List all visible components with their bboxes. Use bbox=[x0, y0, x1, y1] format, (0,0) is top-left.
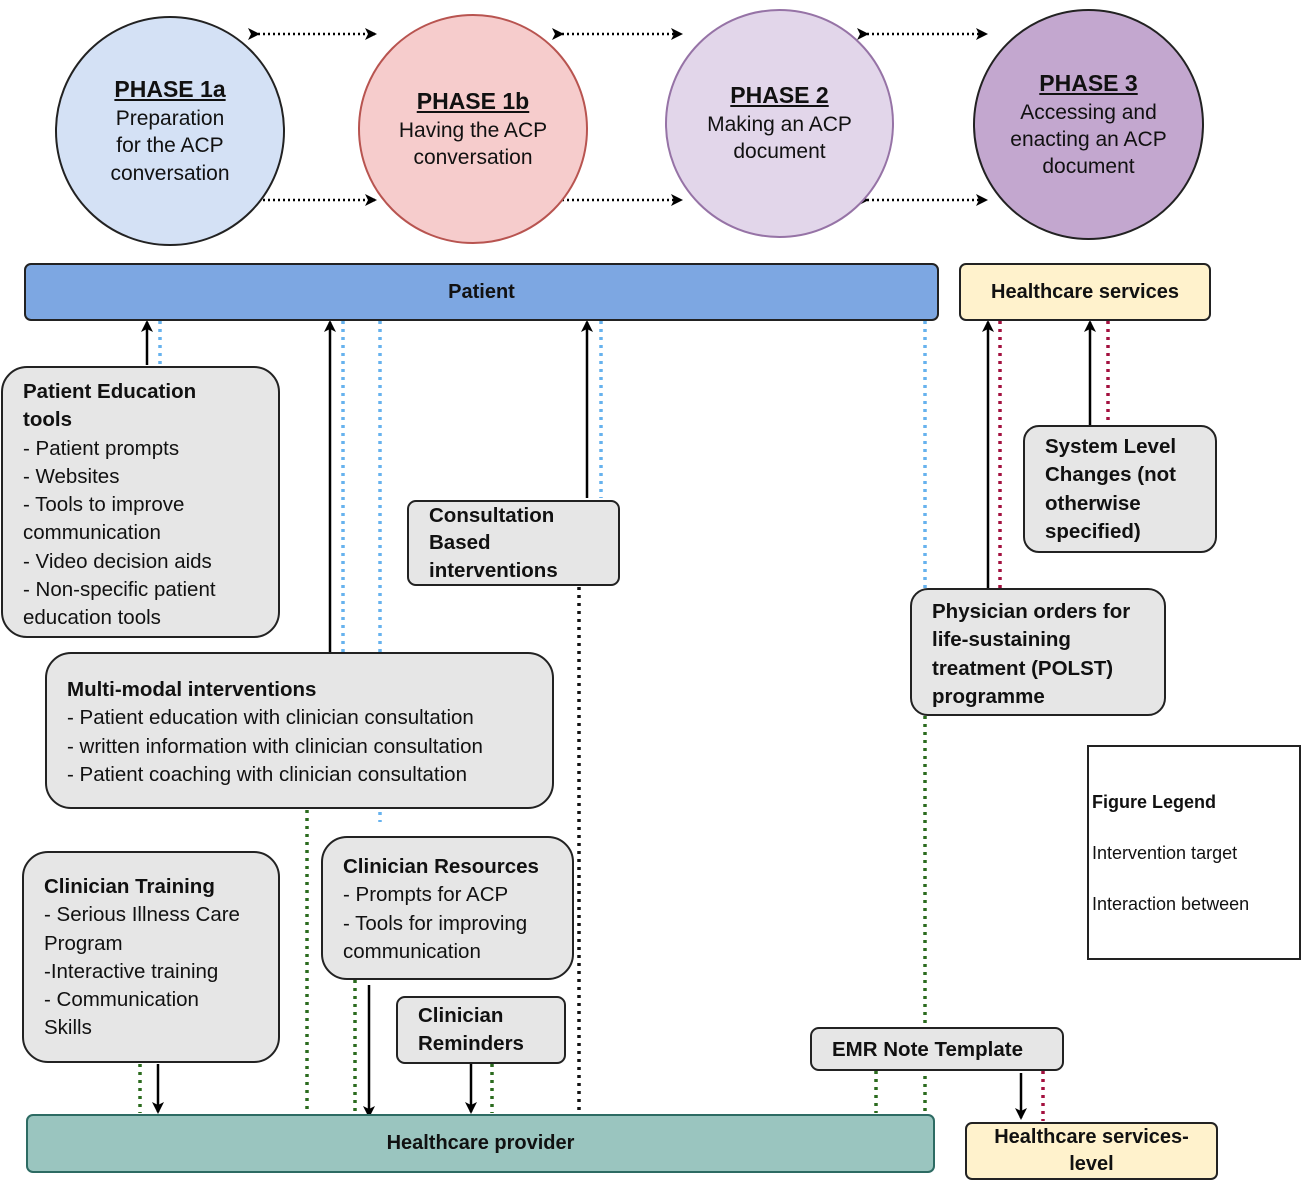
list-item: - Patient coaching with clinician consul… bbox=[67, 762, 467, 786]
legend-title: Figure Legend bbox=[1092, 792, 1217, 812]
system-level-box: System Level Changes (not otherwise spec… bbox=[1023, 425, 1217, 553]
phase-1b-desc: Having the ACP conversation bbox=[398, 118, 548, 169]
legend-interaction-label: Interaction between bbox=[1092, 894, 1250, 914]
patient-education-box: Patient Education tools - Patient prompt… bbox=[1, 366, 280, 638]
list-item: - Tools to improve communication bbox=[23, 493, 185, 545]
emr-title: EMR Note Template bbox=[832, 1038, 1023, 1061]
clinician-training-title: Clinician Training bbox=[44, 875, 215, 898]
services-interaction-lines bbox=[998, 321, 1110, 1121]
target-arrows bbox=[141, 320, 1096, 1120]
consultation-title: Consultation Based interventions bbox=[429, 504, 558, 582]
consultation-box: Consultation Based interventions bbox=[407, 500, 620, 586]
multimodal-title: Multi-modal interventions bbox=[67, 678, 317, 701]
phase-2-circle: PHASE 2 Making an ACP document bbox=[665, 9, 894, 238]
patient-bar: Patient bbox=[24, 263, 939, 321]
phase-2-desc: Making an ACP document bbox=[707, 113, 852, 164]
figure-legend: Figure Legend Intervention target Intera… bbox=[1087, 745, 1301, 960]
patient-interaction-lines bbox=[158, 321, 927, 822]
emr-box: EMR Note Template bbox=[810, 1027, 1064, 1071]
phase-3-title: PHASE 3 bbox=[1039, 69, 1138, 96]
phase-3-desc: Accessing and enacting an ACP document bbox=[1010, 100, 1167, 179]
list-item: - Prompts for ACP bbox=[343, 883, 509, 907]
phase-1a-circle: PHASE 1a Preparation for the ACP convers… bbox=[55, 16, 285, 246]
list-item: - Tools for improving communication bbox=[343, 911, 528, 963]
clinician-reminders-box: Clinician Reminders bbox=[396, 996, 566, 1064]
list-item: - written information with clinician con… bbox=[67, 734, 483, 758]
phase-1a-desc: Preparation for the ACP conversation bbox=[110, 107, 230, 185]
phase-3-circle: PHASE 3 Accessing and enacting an ACP do… bbox=[973, 9, 1204, 240]
legend-target-label: Intervention target bbox=[1092, 843, 1238, 863]
multimodal-box: Multi-modal interventions - Patient educ… bbox=[45, 652, 554, 809]
clinician-reminders-title: Clinician Reminders bbox=[418, 1004, 524, 1056]
healthcare-services-bar: Healthcare services bbox=[959, 263, 1211, 321]
list-item: - Communication Skills bbox=[44, 988, 199, 1040]
system-level-title: System Level Changes (not otherwise spec… bbox=[1045, 435, 1177, 543]
list-item: - Serious Illness Care Program bbox=[44, 903, 240, 955]
phase-1a-title: PHASE 1a bbox=[114, 76, 226, 103]
list-item: - Non-specific patient education tools bbox=[23, 577, 216, 630]
list-item: - Patient education with clinician consu… bbox=[67, 706, 474, 730]
patient-education-title: Patient Education tools bbox=[23, 380, 197, 432]
polst-title: Physician orders for life-sustaining tre… bbox=[932, 600, 1131, 708]
list-item: - Video decision aids bbox=[23, 549, 212, 573]
phase-2-title: PHASE 2 bbox=[730, 82, 829, 109]
list-item: - Patient prompts bbox=[23, 436, 180, 460]
clinician-resources-title: Clinician Resources bbox=[343, 855, 539, 878]
phase-1b-title: PHASE 1b bbox=[416, 87, 530, 114]
polst-box: Physician orders for life-sustaining tre… bbox=[910, 588, 1166, 716]
healthcare-services-level-bar: Healthcare services- level bbox=[965, 1122, 1218, 1180]
list-item: - Websites bbox=[23, 464, 120, 488]
healthcare-provider-bar: Healthcare provider bbox=[26, 1114, 935, 1173]
clinician-resources-box: Clinician Resources - Prompts for ACP - … bbox=[321, 836, 574, 980]
clinician-training-box: Clinician Training - Serious Illness Car… bbox=[22, 851, 280, 1063]
list-item: -Interactive training bbox=[44, 959, 219, 983]
phase-1b-circle: PHASE 1b Having the ACP conversation bbox=[358, 14, 588, 244]
